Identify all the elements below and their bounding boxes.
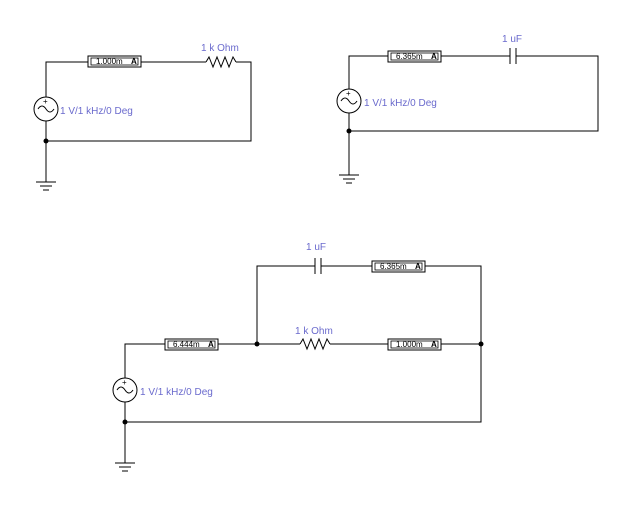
wire	[256, 265, 315, 344]
capacitor-label: 1 uF	[502, 34, 522, 45]
ammeter-reading: 6.444m	[173, 340, 200, 349]
wire	[45, 61, 88, 97]
wire	[124, 343, 165, 378]
source-label: 1 V/1 kHz/0 Deg	[364, 98, 437, 109]
ammeter: 1.000m A	[87, 55, 142, 68]
svg-text:+: +	[346, 89, 351, 98]
circuit-top-right: + 1 V/1 kHz/0 Deg 6.365m A 1 uF	[336, 34, 599, 184]
ammeter-unit: A	[431, 340, 437, 349]
source-label: 1 V/1 kHz/0 Deg	[140, 387, 213, 398]
ammeter: 6.444m A	[164, 338, 219, 351]
junction-node	[122, 419, 128, 425]
svg-text:+: +	[43, 97, 48, 106]
ammeter: 6.365m A	[387, 50, 442, 63]
junction-node	[254, 341, 260, 347]
ammeter-reading: 6.365m	[396, 52, 423, 61]
circuit-bottom: + 1 V/1 kHz/0 Deg 6.444m A 1 uF 6.365m A…	[112, 242, 484, 472]
capacitor-icon	[509, 48, 517, 64]
ammeter-reading: 1.000m	[396, 340, 423, 349]
svg-text:+: +	[122, 378, 127, 387]
ammeter: 6.365m A	[371, 260, 426, 273]
capacitor-icon	[314, 258, 322, 274]
ground-icon	[36, 181, 56, 191]
wire	[349, 55, 599, 132]
ammeter: 1.000m A	[387, 338, 442, 351]
capacitor-label: 1 uF	[306, 242, 326, 253]
ammeter-reading: 1.000m	[96, 57, 123, 66]
ac-source-icon: +	[33, 96, 59, 122]
resistor-icon	[299, 337, 331, 351]
ground-icon	[339, 174, 359, 184]
ground-icon	[115, 462, 135, 472]
junction-node	[346, 128, 352, 134]
resistor-label: 1 k Ohm	[295, 326, 333, 337]
ammeter-unit: A	[131, 57, 137, 66]
junction-node	[478, 341, 484, 347]
junction-node	[43, 138, 49, 144]
wire	[348, 55, 388, 89]
circuit-top-left: + 1 V/1 kHz/0 Deg 1.000m A 1 k Ohm	[33, 43, 252, 191]
ammeter-unit: A	[415, 262, 421, 271]
resistor-label: 1 k Ohm	[201, 43, 239, 54]
ammeter-unit: A	[431, 52, 437, 61]
wire	[46, 61, 252, 142]
ammeter-unit: A	[208, 340, 214, 349]
ac-source-icon: +	[336, 88, 362, 114]
source-label: 1 V/1 kHz/0 Deg	[60, 106, 133, 117]
ammeter-reading: 6.365m	[380, 262, 407, 271]
ac-source-icon: +	[112, 377, 138, 403]
resistor-icon	[205, 55, 237, 69]
